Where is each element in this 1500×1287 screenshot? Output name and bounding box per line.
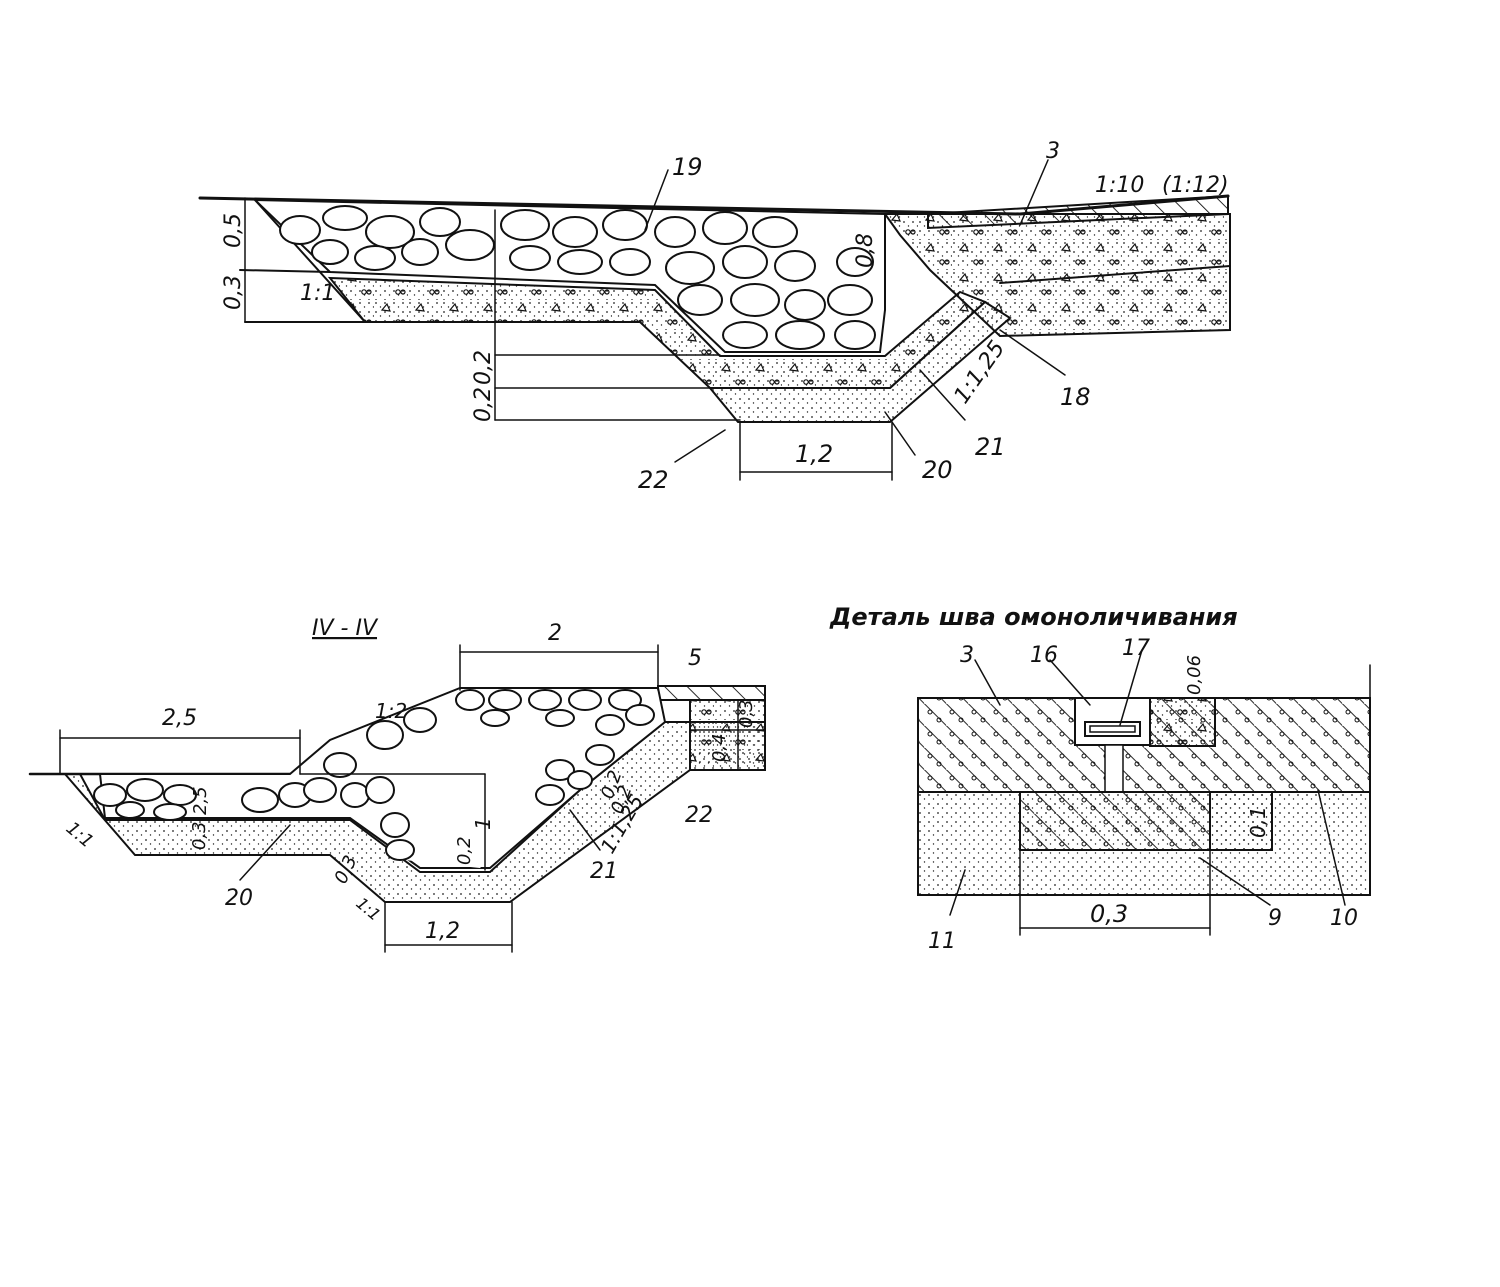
iv-dim-1-2: 1,2: [425, 919, 460, 944]
iv-dim-0-3-right: 0,3: [736, 699, 757, 728]
top-concrete-layer-21: [327, 276, 987, 389]
top-label-18: 18: [1060, 383, 1091, 411]
iv-dim-0-4-right: 0,4: [709, 733, 730, 762]
section-iv-title: IV - IV: [312, 616, 379, 641]
detail-label-11: 11: [928, 929, 956, 954]
iv-dim-2: 2: [548, 621, 562, 646]
detail-label-3: 3: [960, 643, 974, 668]
iv-stones: [93, 689, 655, 861]
iv-dim-1: 1: [471, 817, 495, 830]
detail-label-9: 9: [1268, 906, 1282, 931]
top-asphalt-layer-3: [927, 194, 1229, 230]
detail-title: Деталь шва омоноличивания: [829, 603, 1238, 631]
top-slope-1-10: 1:10: [1095, 173, 1144, 198]
top-label-19: 19: [672, 153, 703, 181]
joint-detail: Деталь шва омоноличивания 3 16 17 0,06 0…: [829, 603, 1371, 954]
detail-dim-0-06: 0,06: [1184, 655, 1205, 695]
detail-box-10: [1209, 791, 1273, 851]
top-dim-1-2: 1,2: [795, 440, 833, 468]
top-label-22: 22: [638, 466, 669, 494]
detail-label-16: 16: [1030, 643, 1058, 668]
iv-dim-2-5: 2,5: [162, 706, 197, 731]
iv-label-21: 21: [590, 859, 618, 884]
iv-dim-0-3-a: 0,3: [189, 821, 210, 850]
iv-dim-2-5-vertical: 2,5: [190, 786, 211, 815]
detail-beam-9: [1019, 791, 1211, 851]
iv-slope-1-1-a: 1:1: [62, 818, 98, 853]
top-label-3: 3: [1046, 139, 1060, 164]
top-slope-1-12: (1:12): [1162, 173, 1229, 198]
top-cross-section: 19 3 1:10 (1:12) 0,5 0,3 1:1 0,8 0,2 0,2…: [198, 139, 1231, 494]
detail-joint-block: [1149, 697, 1216, 747]
iv-slope-1-2: 1:2: [375, 699, 407, 723]
top-gravel-layer-20: [707, 300, 1012, 423]
top-dim-0-2-a: 0,2: [471, 350, 496, 385]
top-dim-0-5: 0,5: [221, 213, 246, 248]
iv-label-22: 22: [685, 803, 713, 828]
top-dim-0-2-b: 0,2: [471, 387, 496, 422]
iv-asphalt-layer-5: [657, 685, 766, 701]
top-stones: [279, 205, 876, 350]
iv-label-20: 20: [225, 886, 253, 911]
iv-inner-void: [385, 700, 620, 868]
section-iv-iv: IV - IV: [28, 616, 766, 953]
detail-dim-0-3: 0,3: [1090, 900, 1128, 928]
detail-label-17: 17: [1122, 636, 1150, 661]
iv-label-5: 5: [688, 646, 702, 671]
top-dim-0-8: 0,8: [853, 233, 878, 268]
top-label-20: 20: [922, 456, 953, 484]
top-dim-0-3: 0,3: [221, 275, 246, 310]
top-label-21: 21: [975, 433, 1006, 461]
detail-label-10: 10: [1330, 906, 1358, 931]
top-slope-1-1: 1:1: [300, 281, 335, 306]
iv-dim-0-2-a: 0,2: [454, 836, 475, 865]
detail-dim-0-1: 0,1: [1246, 806, 1270, 838]
